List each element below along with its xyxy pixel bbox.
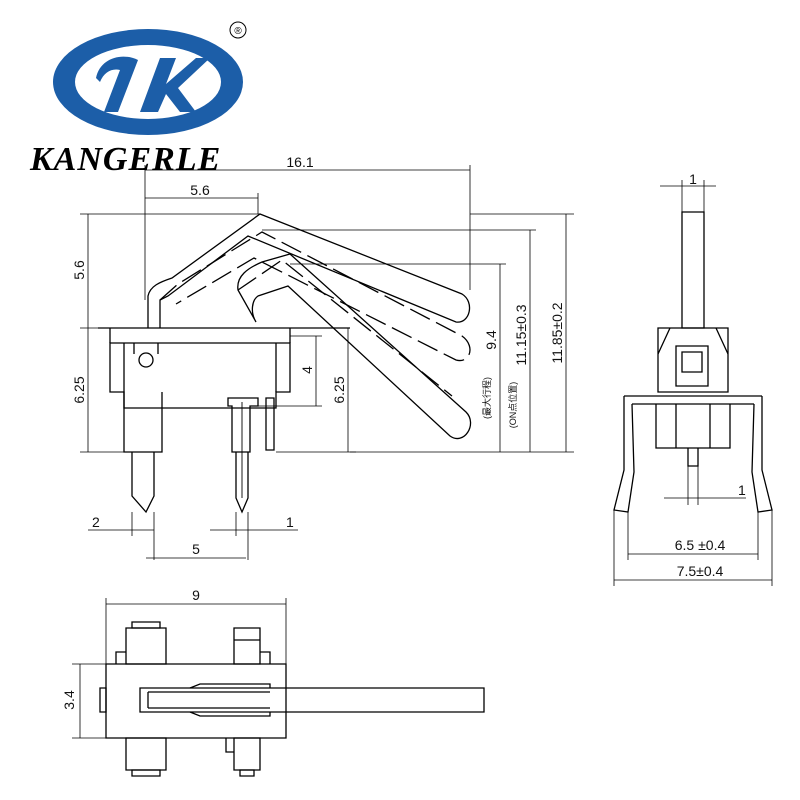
- dim-top-width: 9: [192, 587, 200, 603]
- dim-on-height: 11.15±0.3: [513, 304, 529, 365]
- dim-inner: 6.5 ±0.4: [675, 537, 726, 553]
- dim-top-depth: 3.4: [61, 690, 77, 710]
- dim-pin-width: 2: [92, 514, 100, 530]
- dim-lever-height: 5.6: [71, 260, 87, 280]
- dim-on-note: (ON点位置): [507, 382, 518, 429]
- dim-pin-625: 6.25: [331, 376, 347, 403]
- dim-body-height: 6.25: [71, 376, 87, 403]
- dim-outer: 7.5±0.4: [677, 563, 724, 579]
- brand-logo: ® KANGERLE: [29, 21, 247, 178]
- dim-lever-width: 1: [689, 171, 697, 187]
- dim-travel-note: (最大行程): [481, 377, 492, 419]
- side-view: 16.1 5.6 5.6 6.25 4 6.25 9.4 (最大行程) 11.1…: [71, 154, 574, 560]
- dim-pin-4: 4: [299, 366, 315, 374]
- dim-lever-offset: 5.6: [190, 182, 210, 198]
- dim-pin-pitch: 5: [192, 541, 200, 557]
- dim-total-width: 16.1: [286, 154, 313, 170]
- top-view: 9 3.4: [61, 587, 485, 777]
- dim-front-pin-width: 1: [738, 482, 746, 498]
- dim-total-height: 11.85±0.2: [549, 302, 565, 363]
- dim-travel-94: 9.4: [483, 330, 499, 350]
- front-view: 1 1 6.5 ±0.4 7.5±0.4: [613, 171, 773, 586]
- brand-name: KANGERLE: [29, 141, 221, 178]
- registered-mark: ®: [234, 26, 242, 37]
- dim-pin-thickness: 1: [286, 514, 294, 530]
